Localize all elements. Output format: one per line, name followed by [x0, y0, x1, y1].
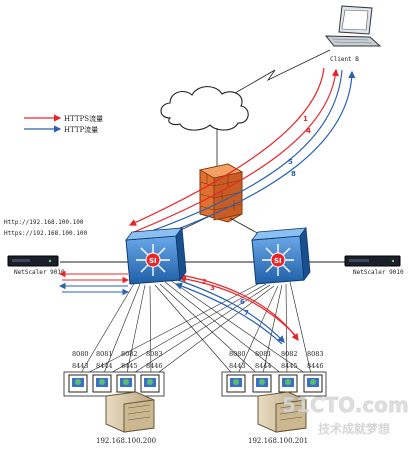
- server2-port-bottom-4: 8446: [307, 362, 324, 370]
- flow-number-6: 6: [240, 298, 245, 306]
- http-flow-in: [130, 69, 343, 240]
- client-laptop-icon: [324, 5, 382, 47]
- server2-port-top-2: 8081: [255, 350, 272, 358]
- client-label: Client B: [330, 56, 359, 63]
- https-url-label: Https://192.168.100.100: [4, 230, 87, 237]
- netscaler-left-label: NetScaler 9010: [14, 269, 65, 276]
- server1-port-bottom-3: 8445: [121, 362, 138, 370]
- server2-hardware-icon: [257, 391, 307, 433]
- flow-number-3: 3: [210, 284, 215, 292]
- server1-port-top-1: 8080: [72, 350, 89, 358]
- netscaler-right-icon: [344, 255, 401, 267]
- server1-port-top-3: 8082: [121, 350, 138, 358]
- flow-number-7: 7: [244, 309, 249, 317]
- netscaler-right-label: NetScaler 9010: [353, 269, 404, 276]
- legend: HTTPS流量 HTTP流量: [24, 114, 103, 134]
- flow-number-1: 1: [303, 115, 308, 123]
- legend-https-label: HTTPS流量: [64, 114, 103, 123]
- server1-ip-label: 192.168.100.200: [96, 437, 156, 445]
- watermark-main: 51CTO.com: [282, 393, 409, 417]
- flow-number-8: 8: [291, 170, 296, 178]
- flow-number-5: 5: [288, 158, 293, 166]
- wan-link: [222, 49, 331, 101]
- server1-port-top-4: 8083: [146, 350, 163, 358]
- server2-port-bottom-2: 8444: [255, 362, 272, 370]
- server1-port-top-2: 8081: [96, 350, 113, 358]
- internet-cloud-icon: [160, 86, 249, 131]
- server1-port-bottom-4: 8446: [146, 362, 163, 370]
- server2-port-top-4: 8083: [307, 350, 324, 358]
- left-switch-icon: SI: [125, 226, 187, 285]
- server-wiring: [77, 279, 313, 379]
- watermark-sub: 技术成就梦想: [318, 421, 390, 436]
- http-url-label: Http://192.168.100.100: [4, 219, 84, 226]
- server1-port-bottom-2: 8444: [96, 362, 113, 370]
- server2-port-top-1: 8080: [229, 350, 246, 358]
- http-flow-out: [135, 70, 356, 245]
- https-flow-out: [133, 68, 339, 233]
- server1-app-icons: [68, 374, 160, 393]
- server2-port-bottom-3: 8445: [281, 362, 298, 370]
- server2-port-top-3: 8082: [281, 350, 298, 358]
- server2-port-bottom-1: 8443: [229, 362, 246, 370]
- server2-app-icons: [226, 374, 323, 393]
- legend-http-label: HTTP流量: [64, 125, 98, 134]
- netscaler-left-icon: [7, 255, 59, 267]
- right-switch-icon: SI: [251, 226, 311, 285]
- flow-number-4: 4: [306, 127, 311, 135]
- left-switch-badge: SI: [149, 257, 157, 265]
- server-group-1: 8080 8081 8082 8083 8443 8444 8445 8446 …: [63, 350, 165, 445]
- right-switch-badge: SI: [274, 257, 282, 265]
- firewall-icon: [198, 163, 244, 223]
- server1-port-bottom-1: 8443: [72, 362, 89, 370]
- https-flow-in: [128, 67, 325, 226]
- server-group-2: 8080 8081 8082 8083 8443 8444 8445 8446 …: [221, 350, 327, 445]
- site-watermark: 51CTO.com 技术成就梦想: [282, 393, 409, 436]
- server2-ip-label: 192.168.100.201: [248, 437, 308, 445]
- flow-number-2: 2: [202, 278, 207, 286]
- server1-hardware-icon: [105, 391, 155, 433]
